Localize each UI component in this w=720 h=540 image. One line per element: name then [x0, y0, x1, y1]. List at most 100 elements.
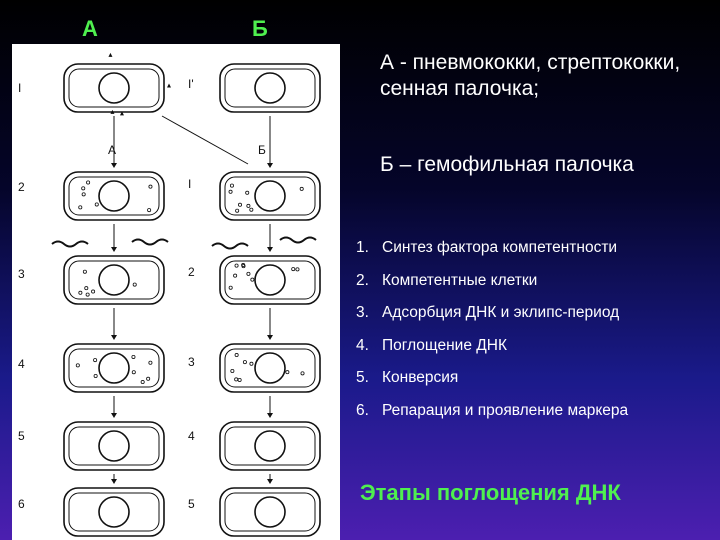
- competence-granule: [81, 192, 86, 197]
- step-number: 4.: [356, 336, 369, 354]
- cell-inner-membrane: [224, 492, 316, 532]
- step-arrow-head: [267, 163, 273, 168]
- competence-granule: [229, 183, 234, 188]
- cell-outer-wall: [63, 171, 165, 221]
- step-text: Синтез фактора компетентности: [382, 239, 618, 256]
- step-item: 4. Поглощение ДНК: [356, 336, 716, 369]
- competence-granule: [246, 203, 251, 208]
- step-arrow-head: [267, 413, 273, 418]
- cell-outer-wall: [219, 343, 321, 393]
- cell-inner-membrane: [68, 260, 160, 300]
- competence-granule: [234, 377, 239, 382]
- cell-outer-wall: [219, 487, 321, 537]
- step-number: 5.: [356, 369, 369, 386]
- cell-outer-wall: [219, 255, 321, 305]
- cell-outer-wall: [219, 63, 321, 113]
- competence-granule: [285, 370, 290, 375]
- steps-list: 1. Синтез фактора компетентности 2. Компет…: [356, 238, 716, 433]
- competence-granule: [299, 186, 304, 191]
- competence-granule: [249, 361, 254, 366]
- cell-inner-membrane: [224, 348, 316, 388]
- competence-granule: [148, 184, 153, 189]
- competence-granule: [228, 285, 233, 290]
- dna-fragment: [51, 240, 89, 248]
- right-label-3: 2: [188, 265, 195, 279]
- nucleoid: [98, 352, 130, 384]
- right-label-2: I: [188, 177, 191, 191]
- nucleoid: [98, 496, 130, 528]
- caption: Этапы поглощения ДНК: [360, 480, 621, 505]
- nucleoid: [98, 430, 130, 462]
- step-arrow-head: [111, 163, 117, 168]
- competence-granule: [241, 263, 246, 268]
- competence-factor-marker: [167, 83, 172, 88]
- cell-outer-wall: [63, 343, 165, 393]
- cell-outer-wall: [219, 421, 321, 471]
- right-label-6: 5: [188, 497, 195, 511]
- competence-granule: [147, 208, 152, 213]
- step-arrow-head: [267, 479, 273, 484]
- competence-granule: [234, 353, 239, 358]
- competence-granule: [91, 289, 96, 294]
- competence-granule: [230, 369, 235, 374]
- step-text: Компетентные клетки: [382, 271, 538, 289]
- right-label-5: 4: [188, 429, 195, 443]
- inner-label-a: А: [108, 143, 116, 157]
- step-arrow-head: [267, 247, 273, 252]
- nucleoid: [254, 180, 286, 212]
- cell-inner-membrane: [68, 492, 160, 532]
- cell-inner-membrane: [68, 176, 160, 216]
- competence-granule: [132, 282, 137, 287]
- right-label-4: 3: [188, 355, 195, 369]
- dna-fragment: [131, 238, 169, 246]
- competence-granule: [233, 273, 238, 278]
- right-label-1: I': [188, 77, 194, 91]
- step-arrow-head: [111, 335, 117, 340]
- competence-granule: [93, 358, 98, 363]
- competence-granule: [250, 277, 255, 282]
- dna-fragment: [279, 236, 317, 244]
- inner-label-b: Б: [258, 143, 266, 157]
- competence-granule: [81, 186, 86, 191]
- competence-granule: [228, 189, 233, 194]
- competence-granule: [78, 290, 83, 295]
- cell-outer-wall: [63, 63, 165, 113]
- competence-granule: [246, 271, 251, 276]
- competence-granule: [82, 269, 87, 274]
- step-item: 3.Адсорбция ДНК и эклипс-период: [356, 303, 716, 336]
- competence-granule: [234, 263, 239, 268]
- cell-inner-membrane: [224, 426, 316, 466]
- step-number: 1.: [356, 239, 369, 256]
- cell-outer-wall: [63, 487, 165, 537]
- step-number: 3.: [356, 304, 369, 321]
- transformation-diagram: I 2 3 4 5 6 I' I 2 3 4 5 А Б: [12, 44, 340, 540]
- left-label-3: 3: [18, 267, 25, 281]
- competence-granule: [300, 371, 305, 376]
- cell-outer-wall: [219, 171, 321, 221]
- competence-granule: [237, 377, 242, 382]
- left-label-6: 6: [18, 497, 25, 511]
- nucleoid: [254, 72, 286, 104]
- competence-granule: [146, 376, 151, 381]
- step-arrow-head: [111, 479, 117, 484]
- competence-granule: [238, 202, 243, 207]
- competence-granule: [131, 354, 136, 359]
- nucleoid: [254, 352, 286, 384]
- step-arrow-head: [267, 335, 273, 340]
- nucleoid: [98, 180, 130, 212]
- step-text: Поглощение ДНК: [382, 336, 507, 354]
- step-item: 1. Синтез фактора компетентности: [356, 238, 716, 271]
- competence-granule: [75, 363, 80, 368]
- nucleoid: [254, 430, 286, 462]
- step-number: 2.: [356, 271, 369, 289]
- cell-inner-membrane: [224, 68, 316, 108]
- step-arrow-head: [111, 247, 117, 252]
- description-b: Б – гемофильная палочка: [380, 153, 634, 176]
- cell-inner-membrane: [68, 348, 160, 388]
- competence-granule: [148, 360, 153, 365]
- cell-inner-membrane: [224, 176, 316, 216]
- left-label-5: 5: [18, 429, 25, 443]
- step-text: Репарация и проявление маркера: [382, 401, 629, 419]
- competence-granule: [291, 267, 296, 272]
- nucleoid: [98, 72, 130, 104]
